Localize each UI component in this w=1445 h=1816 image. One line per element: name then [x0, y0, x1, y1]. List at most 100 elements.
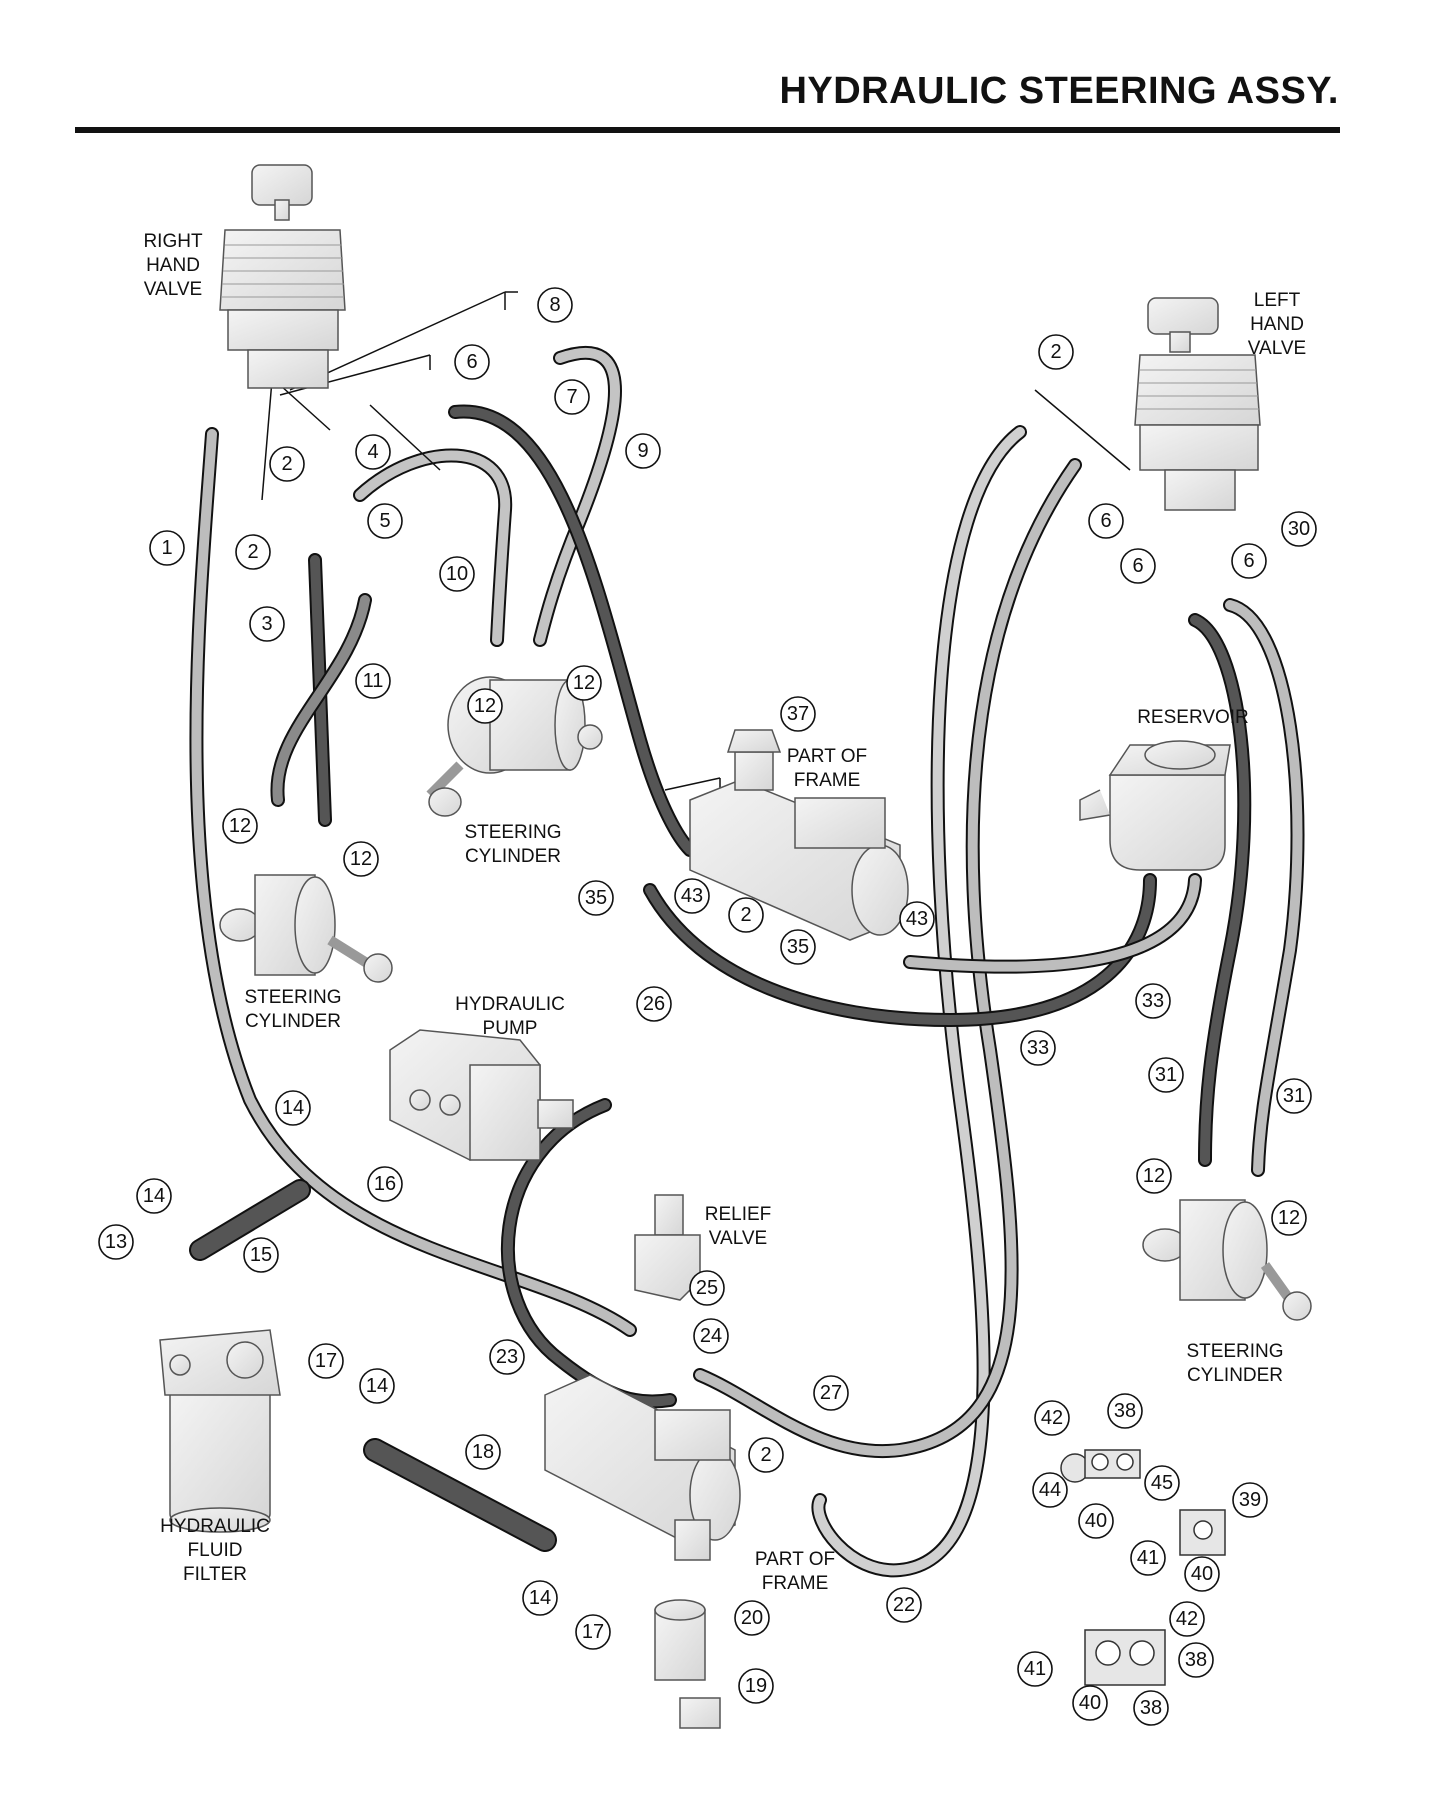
callout-circle — [1088, 503, 1124, 539]
callout-number: 42 — [1041, 1407, 1063, 1429]
callout-circle — [738, 1668, 774, 1704]
fitting-tee-20 — [654, 1599, 721, 1729]
steering-cylinder-left — [219, 874, 393, 983]
callout-number: 33 — [1142, 990, 1164, 1012]
callout-circle — [222, 808, 258, 844]
callout-17: 17 — [575, 1614, 611, 1650]
label-cyl-left-line-1: STEERING — [244, 987, 341, 1008]
callout-17: 17 — [308, 1343, 344, 1379]
callout-number: 24 — [700, 1325, 722, 1347]
right-hand-valve — [219, 164, 346, 389]
callout-number: 38 — [1185, 1649, 1207, 1671]
callout-number: 14 — [282, 1097, 304, 1119]
hoses — [189, 345, 1305, 1578]
callout-9: 9 — [625, 433, 661, 469]
callout-11: 11 — [355, 663, 391, 699]
hose-1 — [189, 427, 637, 1337]
left-hand-valve — [1134, 297, 1261, 511]
clamp-group-top — [1060, 1449, 1141, 1483]
label-relief-line-1: RELIEF — [705, 1204, 772, 1225]
callout-circle — [1276, 1078, 1312, 1114]
callout-number: 42 — [1176, 1608, 1198, 1630]
callout-circle — [1271, 1200, 1307, 1236]
callout-number: 40 — [1191, 1563, 1213, 1585]
callout-number: 9 — [637, 440, 648, 462]
callout-number: 7 — [566, 386, 577, 408]
label-right-valve-line-3: VALVE — [144, 279, 202, 300]
hose-33-light — [903, 873, 1202, 974]
callout-number: 6 — [1243, 550, 1254, 572]
callout-circle — [1032, 1472, 1068, 1508]
label-filter-line-1: HYDRAULIC — [160, 1516, 270, 1537]
callout-8: 8 — [537, 287, 573, 323]
hose-27 — [693, 458, 1082, 1459]
callout-26: 26 — [636, 986, 672, 1022]
label-reservoir-line-1: RESERVOIR — [1137, 707, 1249, 728]
callout-number: 41 — [1137, 1547, 1159, 1569]
callout-circle — [308, 1343, 344, 1379]
hose-31-light — [1223, 598, 1305, 1177]
callout-number: 5 — [379, 510, 390, 532]
callout-circle — [728, 897, 764, 933]
callout-23: 23 — [489, 1339, 525, 1375]
callout-number: 14 — [366, 1375, 388, 1397]
callout-14: 14 — [275, 1090, 311, 1126]
callout-number: 25 — [696, 1277, 718, 1299]
callout-41: 41 — [1130, 1540, 1166, 1576]
label-filter-line-2: FLUID — [188, 1540, 243, 1561]
callout-number: 35 — [787, 936, 809, 958]
hose-7 — [448, 404, 697, 857]
callout-circle — [235, 534, 271, 570]
clamp-group-bottom — [1084, 1629, 1166, 1686]
hose-11 — [270, 593, 372, 807]
callout-number: 3 — [261, 613, 272, 635]
callout-18: 18 — [465, 1434, 501, 1470]
callout-27: 27 — [813, 1375, 849, 1411]
callout-38: 38 — [1133, 1690, 1169, 1726]
callout-circle — [355, 663, 391, 699]
callout-2: 2 — [748, 1437, 784, 1473]
callout-circle — [1136, 1158, 1172, 1194]
callout-circle — [1078, 1503, 1114, 1539]
callout-6: 6 — [454, 344, 490, 380]
callout-40: 40 — [1078, 1503, 1114, 1539]
callout-circle — [1034, 1400, 1070, 1436]
callout-circle — [1144, 1465, 1180, 1501]
callout-24: 24 — [693, 1318, 729, 1354]
callout-2: 2 — [235, 534, 271, 570]
callout-circle — [689, 1270, 725, 1306]
label-cyl-right-line-1: STEERING — [1186, 1341, 1283, 1362]
callout-circle — [1017, 1651, 1053, 1687]
label-cyl-right-line-2: CYLINDER — [1187, 1365, 1283, 1386]
callout-number: 2 — [247, 541, 258, 563]
callout-31: 31 — [1276, 1078, 1312, 1114]
callout-number: 14 — [143, 1185, 165, 1207]
callout-45: 45 — [1144, 1465, 1180, 1501]
relief-valve — [634, 1194, 701, 1301]
reservoir — [1079, 740, 1231, 871]
callout-4: 4 — [355, 434, 391, 470]
callout-circle — [1184, 1556, 1220, 1592]
callout-circle — [367, 503, 403, 539]
label-pump-line-1: HYDRAULIC — [455, 994, 565, 1015]
callout-circle — [693, 1318, 729, 1354]
callout-number: 40 — [1085, 1510, 1107, 1532]
callout-number: 12 — [1278, 1207, 1300, 1229]
callout-number: 45 — [1151, 1472, 1173, 1494]
steering-cylinder-right — [1142, 1199, 1312, 1321]
callout-number: 40 — [1079, 1692, 1101, 1714]
callout-3: 3 — [249, 606, 285, 642]
callout-40: 40 — [1072, 1685, 1108, 1721]
callout-number: 41 — [1024, 1658, 1046, 1680]
callout-44: 44 — [1032, 1472, 1068, 1508]
callout-number: 27 — [820, 1382, 842, 1404]
callout-5: 5 — [367, 503, 403, 539]
callout-circle — [359, 1368, 395, 1404]
callout-35: 35 — [780, 929, 816, 965]
part-labels: RIGHTHANDVALVELEFTHANDVALVERESERVOIRPART… — [143, 231, 1306, 1594]
callout-circle — [636, 986, 672, 1022]
title-rule — [75, 127, 1340, 133]
callout-circle — [275, 1090, 311, 1126]
